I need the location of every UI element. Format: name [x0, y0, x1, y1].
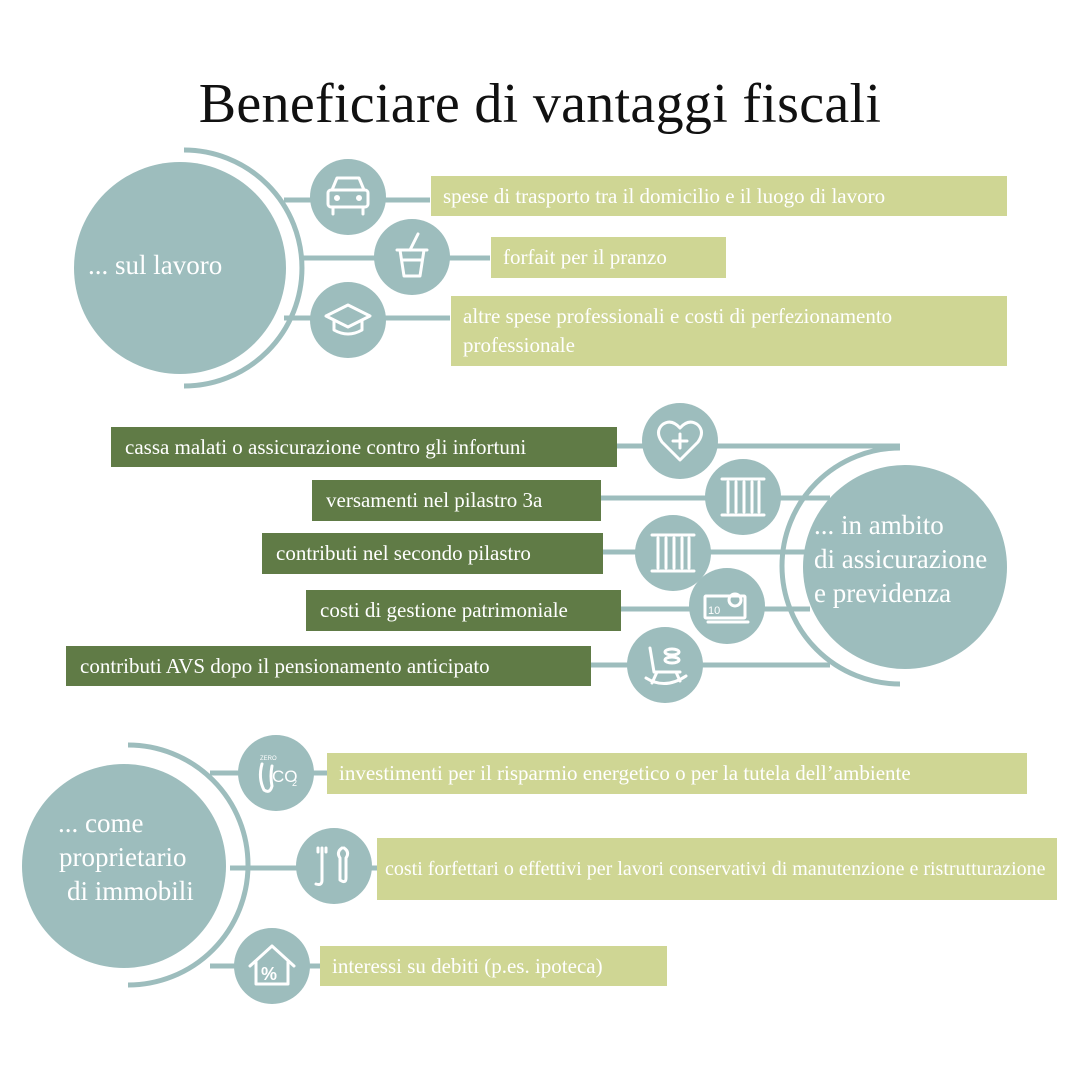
section1-item-transport: spese di trasporto tra il domicilio e il… — [431, 176, 1007, 216]
section1-item-professional: altre spese professionali e costi di per… — [451, 296, 1007, 366]
rocking-chair-icon — [644, 646, 688, 685]
heart-plus-icon — [657, 420, 703, 462]
car-icon — [326, 176, 370, 216]
co2-icon-label: CO — [272, 767, 298, 786]
section2-item-asset-management: costi di gestione patrimoniale — [306, 590, 621, 631]
section3-item-maintenance: costi forfettari o effettivi per lavori … — [377, 838, 1057, 900]
section1-circle — [74, 162, 286, 374]
co2-footprint-icon — [258, 762, 274, 793]
section3-item-energy: investimenti per il risparmio energetico… — [327, 753, 1027, 794]
section3-circle — [22, 764, 226, 968]
drink-cup-icon — [395, 232, 429, 278]
section2-heading: ... in ambito di assicurazione e previde… — [814, 510, 988, 608]
tools-icon — [314, 846, 350, 886]
section2-arc — [779, 445, 901, 687]
banknote-icon — [703, 592, 750, 624]
section3-heading: ... come proprietario di immobili — [58, 808, 194, 906]
section2-item-health-insurance: cassa malati o assicurazione contro gli … — [111, 427, 617, 467]
co2-icon-sub: 2 — [292, 778, 297, 788]
section1-heading: ... sul lavoro — [88, 250, 223, 280]
section1-arc — [183, 147, 305, 389]
section2-circle — [803, 465, 1007, 669]
page-title: Beneficiare di vantaggi fiscali — [198, 73, 882, 135]
house-percent-icon — [248, 944, 296, 986]
section3-item-mortgage: interessi su debiti (p.es. ipoteca) — [320, 946, 667, 986]
section1-item-lunch: forfait per il pranzo — [491, 237, 726, 278]
co2-icon-top: ZERO — [260, 756, 277, 762]
section2-item-second-pillar: contributi nel secondo pilastro — [262, 533, 603, 574]
pillar-icon — [720, 477, 766, 517]
graduation-cap-icon — [324, 303, 372, 336]
percent-icon-label: % — [261, 964, 277, 984]
section2-item-avs: contributi AVS dopo il pensionamento ant… — [66, 646, 591, 686]
section2-item-pillar-3a: versamenti nel pilastro 3a — [312, 480, 601, 521]
banknote-icon-label: 10 — [708, 605, 720, 617]
section3-arc — [127, 742, 251, 988]
pillar-icon — [650, 533, 696, 573]
